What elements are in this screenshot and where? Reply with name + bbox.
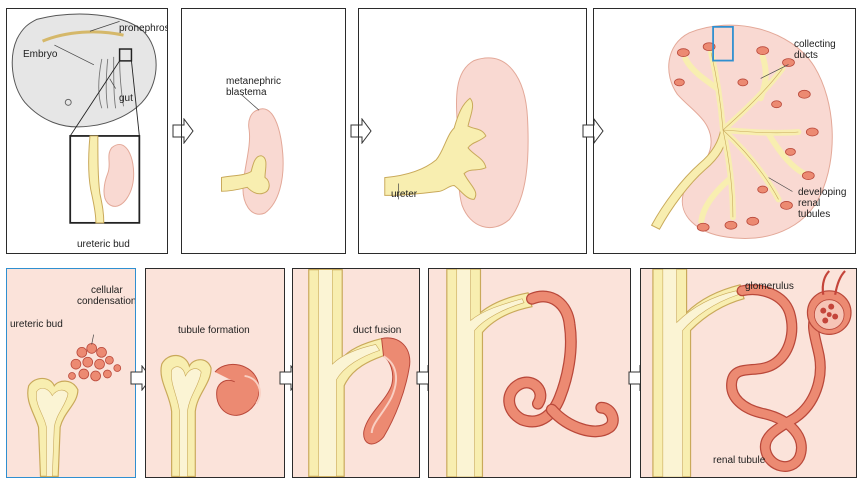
label-developing-1: developing bbox=[798, 187, 846, 198]
label-duct-fusion: duct fusion bbox=[353, 325, 401, 336]
blastema-illustration bbox=[182, 9, 345, 253]
label-pronephros: pronephros bbox=[119, 23, 168, 34]
label-metanephric-2: blastema bbox=[226, 87, 267, 98]
panel-duct-fusion: duct fusion bbox=[292, 268, 420, 478]
label-ureteric-bud-bottom: ureteric bud bbox=[10, 319, 63, 330]
label-collecting-1: collecting bbox=[794, 39, 836, 50]
label-glomerulus: glomerulus bbox=[745, 281, 794, 292]
panel-ureteric-bud: cellular condensation ureteric bud bbox=[6, 268, 136, 478]
panel-tubule-formation: tubule formation bbox=[145, 268, 285, 478]
panel-glomerulus: glomerulus renal tubule bbox=[640, 268, 857, 478]
duct-fusion-illustration bbox=[293, 269, 419, 477]
ureter-illustration bbox=[359, 9, 586, 253]
label-developing-3: tubules bbox=[798, 209, 830, 220]
label-developing-2: renal bbox=[798, 198, 820, 209]
label-metanephric-1: metanephric bbox=[226, 76, 281, 87]
tubule-formation-illustration bbox=[146, 269, 284, 477]
label-collecting-2: ducts bbox=[794, 50, 818, 61]
embryo-illustration bbox=[7, 9, 167, 253]
label-ureteric-bud-top: ureteric bud bbox=[77, 239, 130, 250]
label-tubule-formation: tubule formation bbox=[178, 325, 250, 336]
label-condensation: condensation bbox=[77, 296, 136, 307]
label-cellular: cellular bbox=[91, 285, 123, 296]
glomerulus-illustration bbox=[641, 269, 856, 477]
tubule-elongation-illustration bbox=[429, 269, 630, 477]
label-renal-tubule: renal tubule bbox=[713, 455, 765, 466]
panel-tubule-elongation bbox=[428, 268, 631, 478]
panel-ureter: ureter bbox=[358, 8, 587, 254]
panel-metanephric-blastema: metanephric blastema bbox=[181, 8, 346, 254]
panel-embryo: pronephros Embryo gut ureteric bud bbox=[6, 8, 168, 254]
panel-kidney: collecting ducts developing renal tubule… bbox=[593, 8, 856, 254]
label-ureter: ureter bbox=[391, 189, 417, 200]
label-embryo: Embryo bbox=[23, 49, 57, 60]
label-gut: gut bbox=[119, 93, 133, 104]
